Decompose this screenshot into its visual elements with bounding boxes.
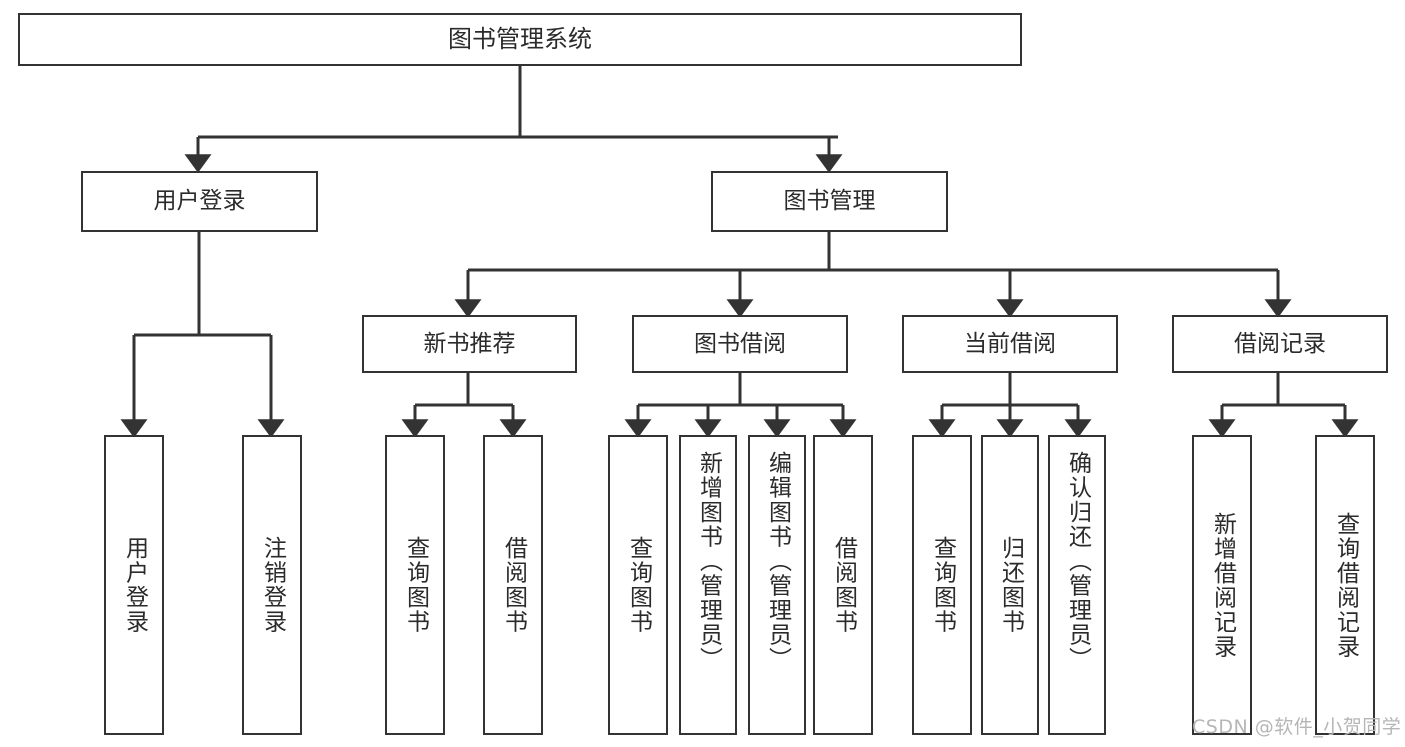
node-label: 新书推荐 — [423, 330, 516, 357]
node-label: 新增借阅记录 — [1209, 511, 1236, 659]
node-label: 图书管理系统 — [448, 24, 592, 53]
node-label: 查询图书 — [402, 536, 429, 634]
leaf-borrow-query-book[interactable]: 查询图书 — [608, 435, 668, 735]
leaf-records-query-record[interactable]: 查询借阅记录 — [1315, 435, 1375, 735]
node-label: 确认归还（管理员） — [1064, 451, 1091, 672]
node-book-management[interactable]: 图书管理 — [711, 171, 948, 232]
leaf-user-login-login[interactable]: 用户登录 — [104, 435, 164, 735]
node-label: 查询借阅记录 — [1332, 511, 1359, 659]
leaf-new-book-borrow-book[interactable]: 借阅图书 — [483, 435, 543, 735]
node-book-borrowing[interactable]: 图书借阅 — [632, 315, 848, 373]
leaf-current-return-book[interactable]: 归还图书 — [981, 435, 1039, 735]
node-label: 编辑图书（管理员） — [764, 451, 791, 672]
node-label: 借阅图书 — [830, 536, 857, 634]
node-label: 查询图书 — [929, 536, 956, 634]
leaf-user-login-logout[interactable]: 注销登录 — [242, 435, 302, 735]
node-new-book-recommendation[interactable]: 新书推荐 — [362, 315, 577, 373]
leaf-records-add-record[interactable]: 新增借阅记录 — [1192, 435, 1252, 735]
node-borrowing-records[interactable]: 借阅记录 — [1172, 315, 1388, 373]
node-label: 新增图书（管理员） — [695, 451, 722, 672]
node-label: 用户登录 — [153, 188, 246, 215]
node-label: 图书借阅 — [694, 330, 786, 357]
node-label: 查询图书 — [625, 536, 652, 634]
leaf-borrow-borrow-book[interactable]: 借阅图书 — [813, 435, 873, 735]
leaf-new-book-query-book[interactable]: 查询图书 — [385, 435, 445, 735]
node-current-borrowing[interactable]: 当前借阅 — [902, 315, 1118, 373]
node-label: 归还图书 — [997, 536, 1024, 634]
node-root-book-management-system[interactable]: 图书管理系统 — [18, 13, 1022, 66]
node-label: 借阅记录 — [1234, 330, 1326, 357]
leaf-borrow-edit-book-admin[interactable]: 编辑图书（管理员） — [748, 435, 806, 735]
leaf-current-confirm-return-admin[interactable]: 确认归还（管理员） — [1048, 435, 1106, 735]
node-label: 当前借阅 — [964, 330, 1056, 357]
node-label: 图书管理 — [783, 188, 876, 215]
node-label: 注销登录 — [259, 536, 286, 634]
node-user-login[interactable]: 用户登录 — [81, 171, 318, 232]
leaf-borrow-add-book-admin[interactable]: 新增图书（管理员） — [679, 435, 737, 735]
leaf-current-query-book[interactable]: 查询图书 — [912, 435, 972, 735]
node-label: 用户登录 — [121, 536, 148, 634]
csdn-watermark: CSDN @软件_小贺同学 — [1192, 716, 1402, 738]
node-label: 借阅图书 — [500, 536, 527, 634]
